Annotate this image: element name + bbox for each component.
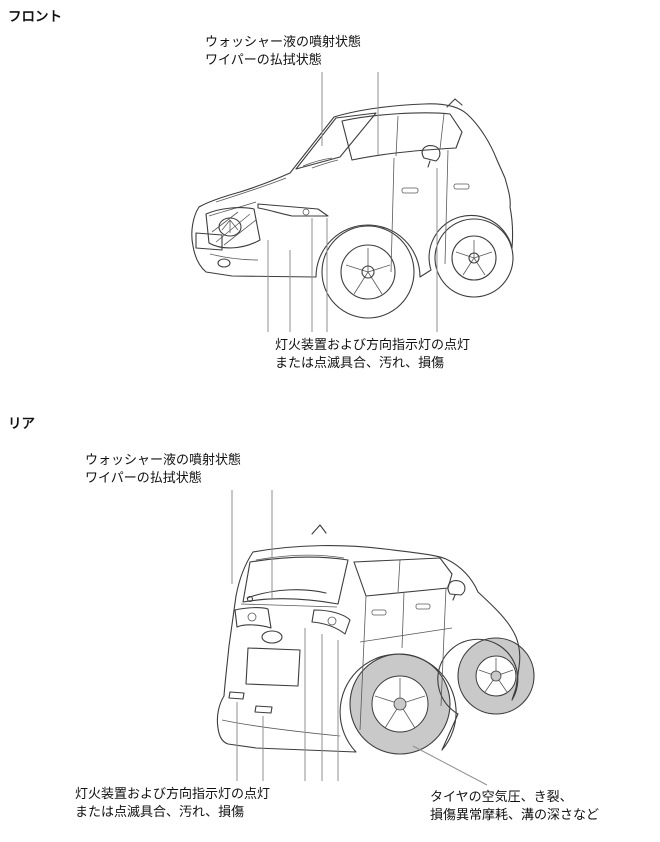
rear-car-rear-wheel [349, 653, 451, 755]
front-bottom-label-line1: 灯火装置および方向指示灯の点灯 [275, 337, 471, 352]
rear-wiper [246, 589, 327, 599]
front-headlight [257, 203, 329, 217]
front-car-illustration [191, 98, 514, 319]
front-top-label: ウォッシャー液の噴射状態 ワイパーの払拭状態 [205, 33, 361, 69]
brand-emblem-icon [218, 217, 242, 237]
rear-license-plate [245, 647, 301, 687]
front-grille [205, 207, 261, 249]
front-section-heading: フロント [8, 9, 62, 24]
front-callout-lines [267, 72, 438, 332]
rear-car-mirror [447, 580, 466, 601]
rear-window [242, 556, 349, 605]
front-lower-intake [209, 253, 259, 261]
rear-top-label-line2: ワイパーの払拭状態 [85, 470, 202, 485]
rear-car-illustration [216, 524, 535, 755]
rear-callout-lines [231, 490, 488, 786]
rear-right-taillight [311, 609, 351, 635]
front-car-door-lines [390, 149, 449, 273]
rear-spoiler-line [255, 554, 345, 561]
front-car-lower-outline [191, 206, 513, 278]
rear-lamp-callout-line [236, 628, 339, 781]
rear-bottom-left-label-line1: 灯火装置および方向指示灯の点灯 [75, 786, 271, 801]
front-license-plate [195, 232, 223, 251]
rear-bottom-left-label-line2: または点滅具合、汚れ、損傷 [75, 804, 245, 819]
rear-car-side-windows [353, 557, 453, 597]
front-car-body-outline [198, 103, 514, 249]
front-windshield [295, 112, 377, 170]
rear-bottom-left-label: 灯火装置および方向指示灯の点灯 または点滅具合、汚れ、損傷 [75, 785, 270, 821]
tire-callout-line [412, 745, 488, 786]
rear-section-heading: リア [8, 416, 35, 431]
rear-car-door-lines [359, 587, 447, 731]
front-car-side-windows [341, 112, 463, 161]
rear-top-label: ウォッシャー液の噴射状態 ワイパーの払拭状態 [85, 451, 241, 487]
front-bottom-label-line2: または点滅具合、汚れ、損傷 [275, 355, 445, 370]
rear-car-body-outline [252, 545, 521, 689]
antenna-icon [446, 98, 463, 108]
front-bottom-label: 灯火装置および方向指示灯の点灯 または点滅具合、汚れ、損傷 [275, 336, 470, 372]
rear-brand-emblem-icon [261, 630, 283, 644]
hood-creases [208, 177, 287, 217]
front-fog-light [217, 258, 231, 268]
front-car-rear-wheel [434, 218, 514, 298]
rear-bottom-right-label: タイヤの空気圧、き裂、 損傷異常摩耗、溝の深さなど [430, 788, 599, 824]
front-lamp-callout-line [267, 168, 438, 332]
rear-left-taillight [234, 607, 272, 629]
rear-car-front-wheel [457, 637, 535, 715]
front-top-label-line2: ワイパーの払拭状態 [205, 52, 322, 67]
front-top-label-line1: ウォッシャー液の噴射状態 [205, 34, 362, 49]
front-wipers [302, 157, 339, 169]
rear-wiper-callout-line [231, 490, 273, 600]
rear-bottom-right-label-line1: タイヤの空気圧、き裂、 [430, 789, 573, 804]
rear-bumper-reflectors [228, 691, 273, 714]
front-car-front-wheel [321, 225, 415, 319]
rear-bottom-right-label-line2: 損傷異常摩耗、溝の深さなど [430, 807, 600, 822]
rear-car-lower-outline [216, 551, 519, 753]
rear-antenna-icon [311, 524, 327, 535]
front-wiper-callout-line [321, 72, 379, 155]
rear-top-label-line1: ウォッシャー液の噴射状態 [85, 452, 242, 467]
front-car-mirror [421, 145, 441, 168]
